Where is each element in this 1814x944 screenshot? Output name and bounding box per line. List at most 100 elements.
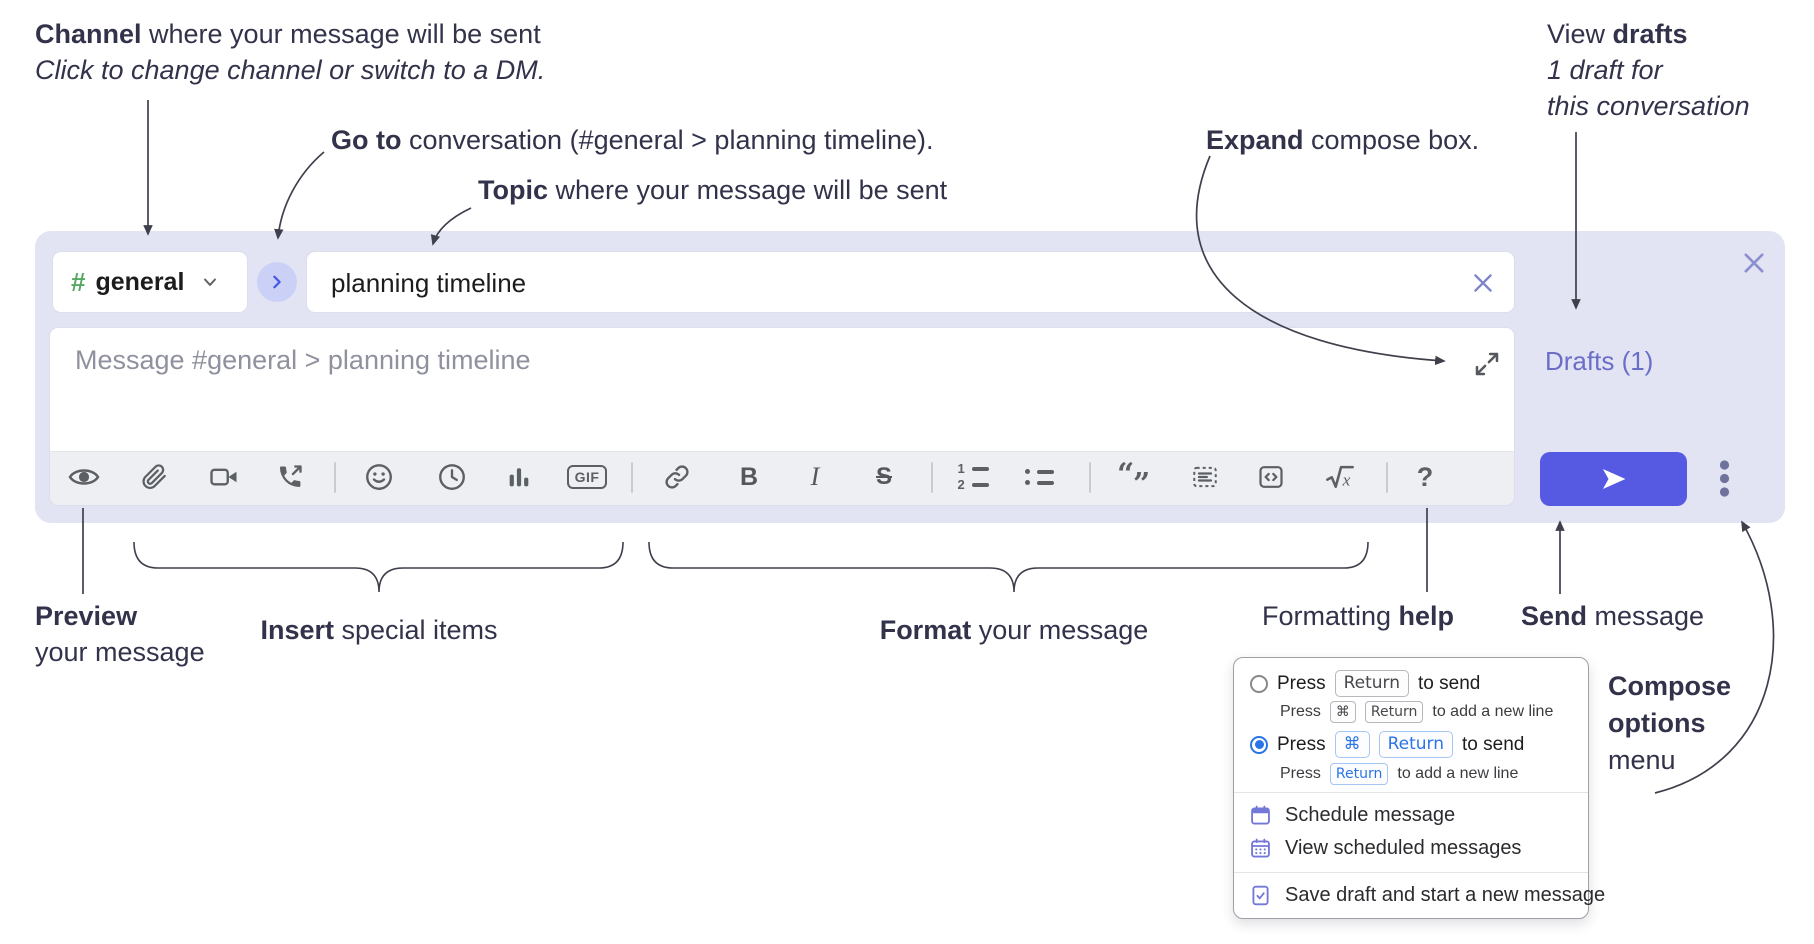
calendar-grid-icon [1249, 837, 1272, 860]
topic-field [306, 251, 1515, 314]
radio-unselected-icon[interactable] [1250, 674, 1268, 693]
kebab-icon [1719, 459, 1730, 497]
svg-text:x: x [1342, 471, 1351, 490]
gif-icon: GIF [566, 465, 608, 489]
menu-item-schedule-message[interactable]: Schedule message [1249, 804, 1455, 827]
drafts-link[interactable]: Drafts (1) [1545, 346, 1654, 376]
menu-item-view-scheduled[interactable]: View scheduled messages [1249, 837, 1521, 860]
ordered-list-icon: 1 2 [958, 462, 989, 491]
chevron-right-icon [268, 273, 286, 291]
channel-selector[interactable]: # general [52, 251, 248, 313]
toolbar-divider [931, 462, 933, 493]
annotation-channel-bold: Channel [35, 19, 142, 49]
connector-goto [274, 151, 325, 240]
question-icon: ? [1416, 461, 1434, 492]
topic-input[interactable] [329, 252, 1453, 314]
smiley-icon [364, 462, 394, 492]
compose-options-button[interactable] [1714, 458, 1734, 498]
message-input[interactable] [73, 344, 1377, 377]
cmd-keycap: ⌘ [1334, 731, 1370, 758]
close-icon [1740, 249, 1768, 277]
annotation-format: Format your message [879, 615, 1149, 645]
menu-divider [1234, 792, 1588, 793]
toolbar-divider [631, 462, 633, 493]
formula-button[interactable]: x [1317, 454, 1363, 500]
bullet-list-button[interactable] [1015, 454, 1061, 500]
bullet-list-icon [1023, 469, 1054, 485]
annotation-view-drafts-line3: this conversation [1547, 91, 1750, 121]
recent-emoji-button[interactable] [429, 454, 475, 500]
menu-option-return-to-send-sub: Press ⌘ Return to add a new line [1280, 701, 1553, 723]
emoji-button[interactable] [356, 454, 402, 500]
italic-icon: I [810, 462, 820, 491]
annotation-expand: Expand compose box. [1206, 125, 1480, 155]
brace-format [648, 541, 1369, 593]
annotation-compose-options-line1: Compose [1608, 671, 1732, 701]
formatting-toolbar [49, 451, 1515, 506]
annotation-compose-options-line2: options [1608, 708, 1706, 738]
expand-compose-button[interactable] [1472, 349, 1502, 379]
clock-icon [437, 462, 467, 492]
blockquote-button[interactable]: “ ” [1113, 454, 1159, 500]
return-keycap: Return [1364, 701, 1424, 723]
annotation-view-drafts-line2: 1 draft for [1547, 55, 1663, 85]
clear-topic-button[interactable] [1470, 270, 1496, 296]
return-keycap: Return [1378, 731, 1453, 758]
cmd-keycap: ⌘ [1329, 701, 1356, 723]
brace-insert [133, 541, 624, 593]
attach-file-button[interactable] [131, 454, 177, 500]
poll-button[interactable] [496, 454, 542, 500]
menu-option-return-to-send[interactable]: Press Return to send [1250, 670, 1480, 697]
radio-selected-icon[interactable] [1250, 735, 1268, 754]
expand-icon [1472, 349, 1502, 379]
annotation-insert: Insert special items [260, 615, 498, 645]
text-snippet-button[interactable] [1182, 454, 1228, 500]
italic-button[interactable]: I [792, 454, 838, 500]
quote-icon: “ ” [1117, 457, 1151, 502]
annotation-channel-subtitle: Click to change channel or switch to a D… [35, 55, 546, 85]
annotation-preview: Preview [35, 601, 138, 631]
annotation-send: Send message [1521, 601, 1705, 631]
link-button[interactable] [654, 454, 700, 500]
bold-button[interactable]: B [726, 454, 772, 500]
close-compose-button[interactable] [1740, 249, 1768, 277]
text-snippet-icon [1191, 463, 1219, 491]
bar-chart-icon [505, 463, 533, 491]
code-block-button[interactable] [1248, 454, 1294, 500]
annotation-channel-rest: where your message will be sent [141, 19, 541, 49]
toolbar-divider [334, 462, 336, 493]
preview-button[interactable] [61, 454, 107, 500]
annotation-compose-options-line3: menu [1608, 745, 1676, 775]
channel-name: general [95, 267, 185, 296]
eye-icon [68, 461, 100, 493]
channel-hash-icon: # [71, 266, 86, 297]
chevron-down-icon [200, 272, 220, 292]
strikethrough-icon: S [875, 463, 892, 490]
formatting-help-button[interactable]: ? [1402, 454, 1448, 500]
toolbar-divider [1386, 462, 1388, 493]
send-button[interactable] [1540, 452, 1687, 506]
paperclip-icon [140, 463, 168, 491]
video-clip-button[interactable] [201, 454, 247, 500]
goto-conversation-button[interactable] [257, 262, 297, 302]
compose-options-menu: Press Return to send Press ⌘ Return to a… [1233, 657, 1605, 919]
return-keycap: Return [1329, 763, 1389, 785]
link-icon [663, 463, 691, 491]
ordered-list-button[interactable]: 1 2 [950, 454, 996, 500]
return-keycap: Return [1334, 670, 1409, 697]
menu-divider [1234, 872, 1588, 873]
menu-item-save-draft[interactable]: Save draft and start a new message [1249, 884, 1605, 907]
code-icon [1257, 463, 1285, 491]
bold-icon: B [739, 462, 759, 491]
send-icon [1600, 465, 1628, 493]
gif-button[interactable]: GIF [564, 454, 610, 500]
strikethrough-button[interactable]: S [861, 454, 907, 500]
annotation-topic: Topic where your message will be sent [478, 175, 948, 205]
annotation-goto: Go to conversation (#general > planning … [331, 125, 934, 155]
annotation-preview-line2: your message [35, 637, 205, 667]
clear-icon [1470, 270, 1496, 296]
formula-icon: x [1324, 461, 1356, 493]
menu-option-cmd-return-to-send[interactable]: Press ⌘ Return to send [1250, 731, 1524, 758]
audio-call-button[interactable] [267, 454, 313, 500]
